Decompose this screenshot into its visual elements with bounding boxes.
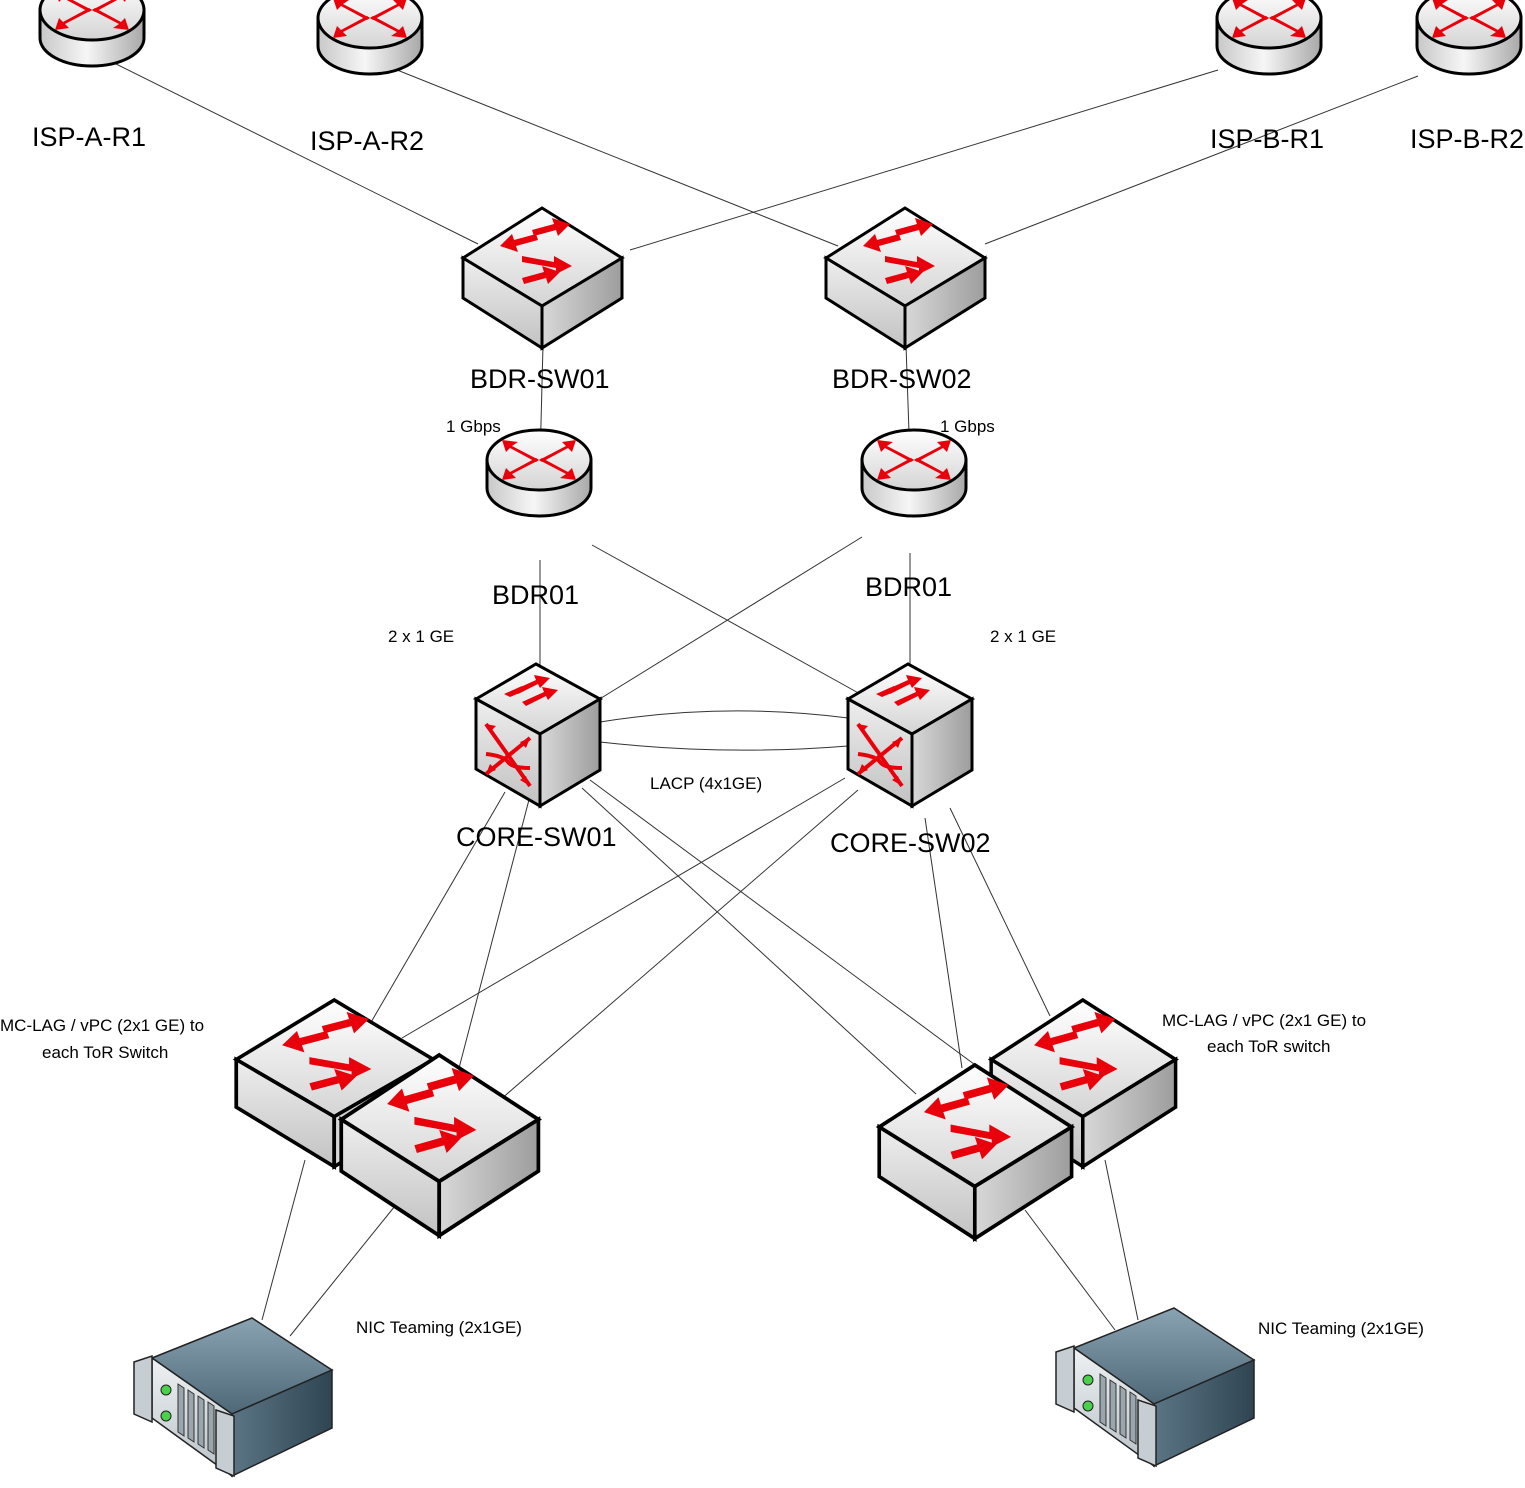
link-lacp-1 — [599, 710, 849, 723]
link-core1-tor1 — [369, 791, 506, 1025]
label-nic-right: NIC Teaming (2x1GE) — [1258, 1319, 1424, 1338]
label-core-right-uplink: 2 x 1 GE — [990, 627, 1056, 646]
link-core1-tor2 — [457, 791, 532, 1073]
label-bdr01-right: BDR01 — [865, 572, 952, 602]
router-icon — [1215, 0, 1323, 76]
label-core-sw02: CORE-SW02 — [830, 828, 991, 858]
label-bdr-sw01: BDR-SW01 — [470, 364, 610, 394]
link-bdr01-coresw02-cross — [591, 544, 881, 706]
label-bdr-left-speed: 1 Gbps — [446, 417, 501, 436]
link-core2-tor4 — [949, 807, 1051, 1017]
label-bdr-right-speed: 1 Gbps — [940, 417, 995, 436]
links — [91, 51, 1419, 1337]
link-ispbr2-bdrsw02 — [984, 75, 1419, 245]
label-isp-a-r1: ISP-A-R1 — [32, 122, 146, 152]
router-icon — [860, 428, 968, 518]
link-bdr01-coresw01-cross — [597, 536, 863, 701]
label-core-lacp: LACP (4x1GE) — [650, 774, 762, 793]
label-core-left-uplink: 2 x 1 GE — [388, 627, 454, 646]
link-core1-tor3b — [581, 787, 917, 1095]
label-isp-b-r1: ISP-B-R1 — [1210, 124, 1324, 154]
switch-icon — [461, 206, 624, 350]
label-tor-left-line1: MC-LAG / vPC (2x1 GE) to — [0, 1016, 204, 1035]
link-lacp-2 — [599, 741, 849, 751]
link-ispbr1-bdrsw01 — [629, 69, 1219, 251]
router-icon — [316, 0, 424, 76]
link-core2-tor3 — [924, 817, 963, 1069]
link-core2-tor2 — [499, 789, 859, 1101]
core-switch-icon — [846, 662, 974, 808]
link-core2-tor1 — [401, 777, 846, 1039]
label-nic-left: NIC Teaming (2x1GE) — [356, 1318, 522, 1337]
label-isp-a-r2: ISP-A-R2 — [310, 126, 424, 156]
server-icon — [133, 1317, 333, 1477]
link-ispar1-bdrsw01 — [91, 51, 479, 245]
link-tor2-server — [289, 1205, 396, 1337]
label-isp-b-r2: ISP-B-R2 — [1410, 124, 1524, 154]
link-tor3-server — [1024, 1209, 1116, 1331]
label-core-sw01: CORE-SW01 — [456, 822, 617, 852]
link-ispar2-bdrsw02 — [371, 59, 839, 247]
label-bdr01-left: BDR01 — [492, 580, 579, 610]
router-icon — [485, 428, 593, 518]
label-tor-right-line1: MC-LAG / vPC (2x1 GE) to — [1162, 1011, 1366, 1030]
label-tor-left-line2: each ToR Switch — [42, 1043, 168, 1062]
switch-icon — [824, 206, 987, 350]
router-icon — [1415, 0, 1523, 76]
label-tor-right-line2: each ToR switch — [1207, 1037, 1330, 1056]
link-tor4-server — [1104, 1159, 1139, 1321]
core-switch-icon — [474, 662, 602, 808]
router-icon — [38, 0, 146, 68]
link-core1-tor3 — [589, 779, 983, 1071]
link-tor1-server — [261, 1159, 306, 1321]
label-bdr-sw02: BDR-SW02 — [832, 364, 972, 394]
server-icon — [1055, 1307, 1255, 1467]
